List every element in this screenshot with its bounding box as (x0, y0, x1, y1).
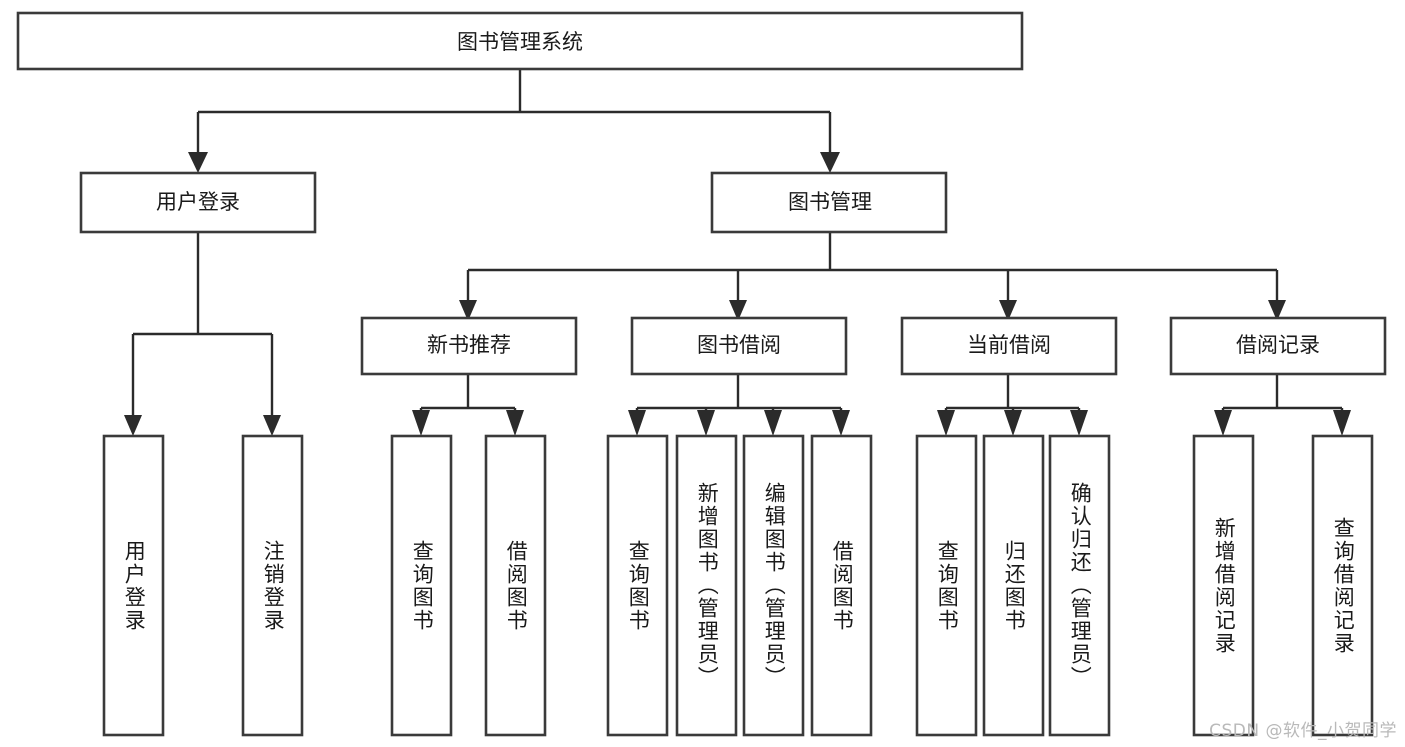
arrow-head-user-login (188, 152, 208, 173)
node-borrow-record-label: 借阅记录 (1236, 333, 1320, 357)
connector-group-book-manage (459, 232, 1286, 321)
node-leaf-query-book-1-box[interactable] (390, 434, 453, 737)
arrow-head-leaf-confirm-return (1070, 410, 1088, 436)
connector-group-book-borrow (628, 374, 850, 436)
connector-group-borrow-record (1214, 374, 1351, 436)
arrow-head-new-book-recommend (459, 300, 477, 321)
node-new-book-recommend-box[interactable] (360, 316, 578, 376)
arrow-head-book-manage (820, 152, 840, 173)
arrow-head-leaf-edit-book (764, 410, 782, 436)
arrow-head-leaf-borrow-book-2 (832, 410, 850, 436)
node-leaf-add-book-box[interactable] (675, 434, 738, 737)
connector-group-current-borrow (937, 374, 1088, 436)
node-book-borrow-label: 图书借阅 (697, 333, 781, 357)
node-book-borrow-box[interactable] (630, 316, 848, 376)
node-user-login-box[interactable] (79, 171, 317, 234)
arrow-head-leaf-add-book (697, 410, 715, 436)
arrow-head-leaf-query-record (1333, 410, 1351, 436)
node-leaf-edit-book-box[interactable] (742, 434, 805, 737)
node-current-borrow-box[interactable] (900, 316, 1118, 376)
arrow-head-current-borrow (999, 300, 1017, 321)
node-borrow-record-box[interactable] (1169, 316, 1387, 376)
arrow-head-leaf-return-book (1004, 410, 1022, 436)
leaf-boxes (102, 434, 1374, 737)
arrow-head-leaf-add-record (1214, 410, 1232, 436)
node-leaf-query-book-3-box[interactable] (915, 434, 978, 737)
node-leaf-return-book-box[interactable] (982, 434, 1045, 737)
node-new-book-recommend[interactable]: 新书推荐 (360, 316, 578, 376)
node-user-login[interactable]: 用户登录 (79, 171, 317, 234)
node-new-book-recommend-label: 新书推荐 (427, 333, 511, 357)
node-leaf-borrow-book-2-box[interactable] (810, 434, 873, 737)
node-leaf-user-logout-box[interactable] (241, 434, 304, 737)
node-root[interactable]: 图书管理系统 (16, 11, 1024, 71)
connector-group-root (188, 69, 840, 173)
arrow-head-leaf-user-login (124, 415, 142, 436)
arrow-head-book-borrow (729, 300, 747, 321)
connector-group-user-login (124, 232, 281, 436)
node-current-borrow-label: 当前借阅 (967, 333, 1051, 357)
node-borrow-record[interactable]: 借阅记录 (1169, 316, 1387, 376)
node-book-manage-box[interactable] (710, 171, 948, 234)
node-leaf-add-record-box[interactable] (1192, 434, 1255, 737)
node-book-manage-label: 图书管理 (788, 190, 872, 214)
node-book-borrow[interactable]: 图书借阅 (630, 316, 848, 376)
arrow-head-leaf-query-book-1 (412, 410, 430, 436)
arrow-head-leaf-borrow-book-1 (506, 410, 524, 436)
arrow-head-leaf-query-book-2 (628, 410, 646, 436)
node-leaf-confirm-return-box[interactable] (1048, 434, 1111, 737)
node-current-borrow[interactable]: 当前借阅 (900, 316, 1118, 376)
arrow-head-borrow-record (1268, 300, 1286, 321)
watermark-label: CSDN @软件_小贺同学 (1209, 721, 1397, 741)
node-leaf-user-login-box[interactable] (102, 434, 165, 737)
node-leaf-query-record-box[interactable] (1311, 434, 1374, 737)
node-book-manage[interactable]: 图书管理 (710, 171, 948, 234)
connector-group-new-book-recommend (412, 374, 524, 436)
node-leaf-borrow-book-1-box[interactable] (484, 434, 547, 737)
node-root-box[interactable] (16, 11, 1024, 71)
arrow-head-leaf-user-logout (263, 415, 281, 436)
node-root-label: 图书管理系统 (457, 30, 583, 54)
node-user-login-label: 用户登录 (156, 190, 240, 214)
node-leaf-query-book-2-box[interactable] (606, 434, 669, 737)
arrow-head-leaf-query-book-3 (937, 410, 955, 436)
